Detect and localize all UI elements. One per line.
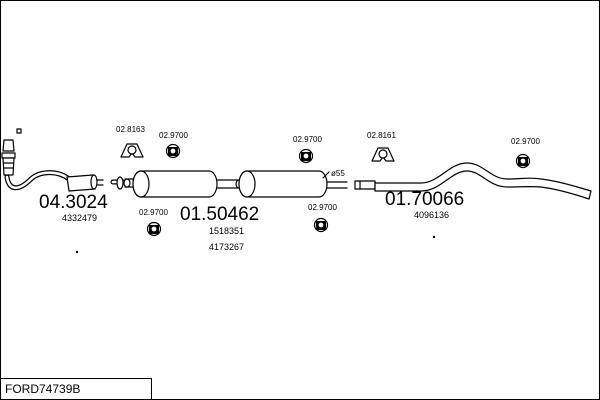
part-number-front-pipe: 04.3024 bbox=[39, 192, 108, 213]
oem-front-pipe: 4332479 bbox=[62, 213, 98, 223]
part-number-middle-silencer: 01.50462 bbox=[180, 204, 260, 225]
middle-silencer-drawing bbox=[110, 170, 348, 198]
accessory-clamp-1: 02.9700 bbox=[159, 131, 188, 140]
accessory-clamp-2: 02.9700 bbox=[293, 135, 322, 144]
dimension-label: ø55 bbox=[331, 169, 345, 178]
mount-rear-drawing bbox=[371, 147, 395, 162]
clamp-3-drawing bbox=[146, 221, 162, 237]
accessory-clamp-5: 02.9700 bbox=[511, 137, 540, 146]
clamp-5-drawing bbox=[515, 153, 531, 169]
oem-rear-silencer: 4096136 bbox=[414, 210, 450, 220]
oem-middle-silencer-2: 4173267 bbox=[209, 242, 245, 252]
clamp-1-drawing bbox=[165, 143, 181, 159]
clamp-4-drawing bbox=[313, 217, 329, 233]
part-number-rear-silencer: 01.70066 bbox=[385, 189, 465, 210]
footer-box: FORD74739B bbox=[1, 378, 152, 399]
rear-silencer-drawing bbox=[354, 162, 592, 200]
accessory-clamp-3: 02.9700 bbox=[139, 208, 168, 217]
front-pipe-flange bbox=[1, 139, 16, 176]
footer-code: FORD74739B bbox=[5, 382, 81, 396]
marker-square bbox=[16, 128, 22, 134]
clamp-2-drawing bbox=[298, 148, 314, 164]
accessory-mount-rear: 02.8161 bbox=[367, 131, 396, 140]
accessory-mount-front: 02.8163 bbox=[116, 125, 145, 134]
accessory-clamp-4: 02.9700 bbox=[308, 203, 337, 212]
oem-middle-silencer-1: 1518351 bbox=[209, 226, 245, 236]
mount-front-drawing bbox=[120, 143, 144, 158]
